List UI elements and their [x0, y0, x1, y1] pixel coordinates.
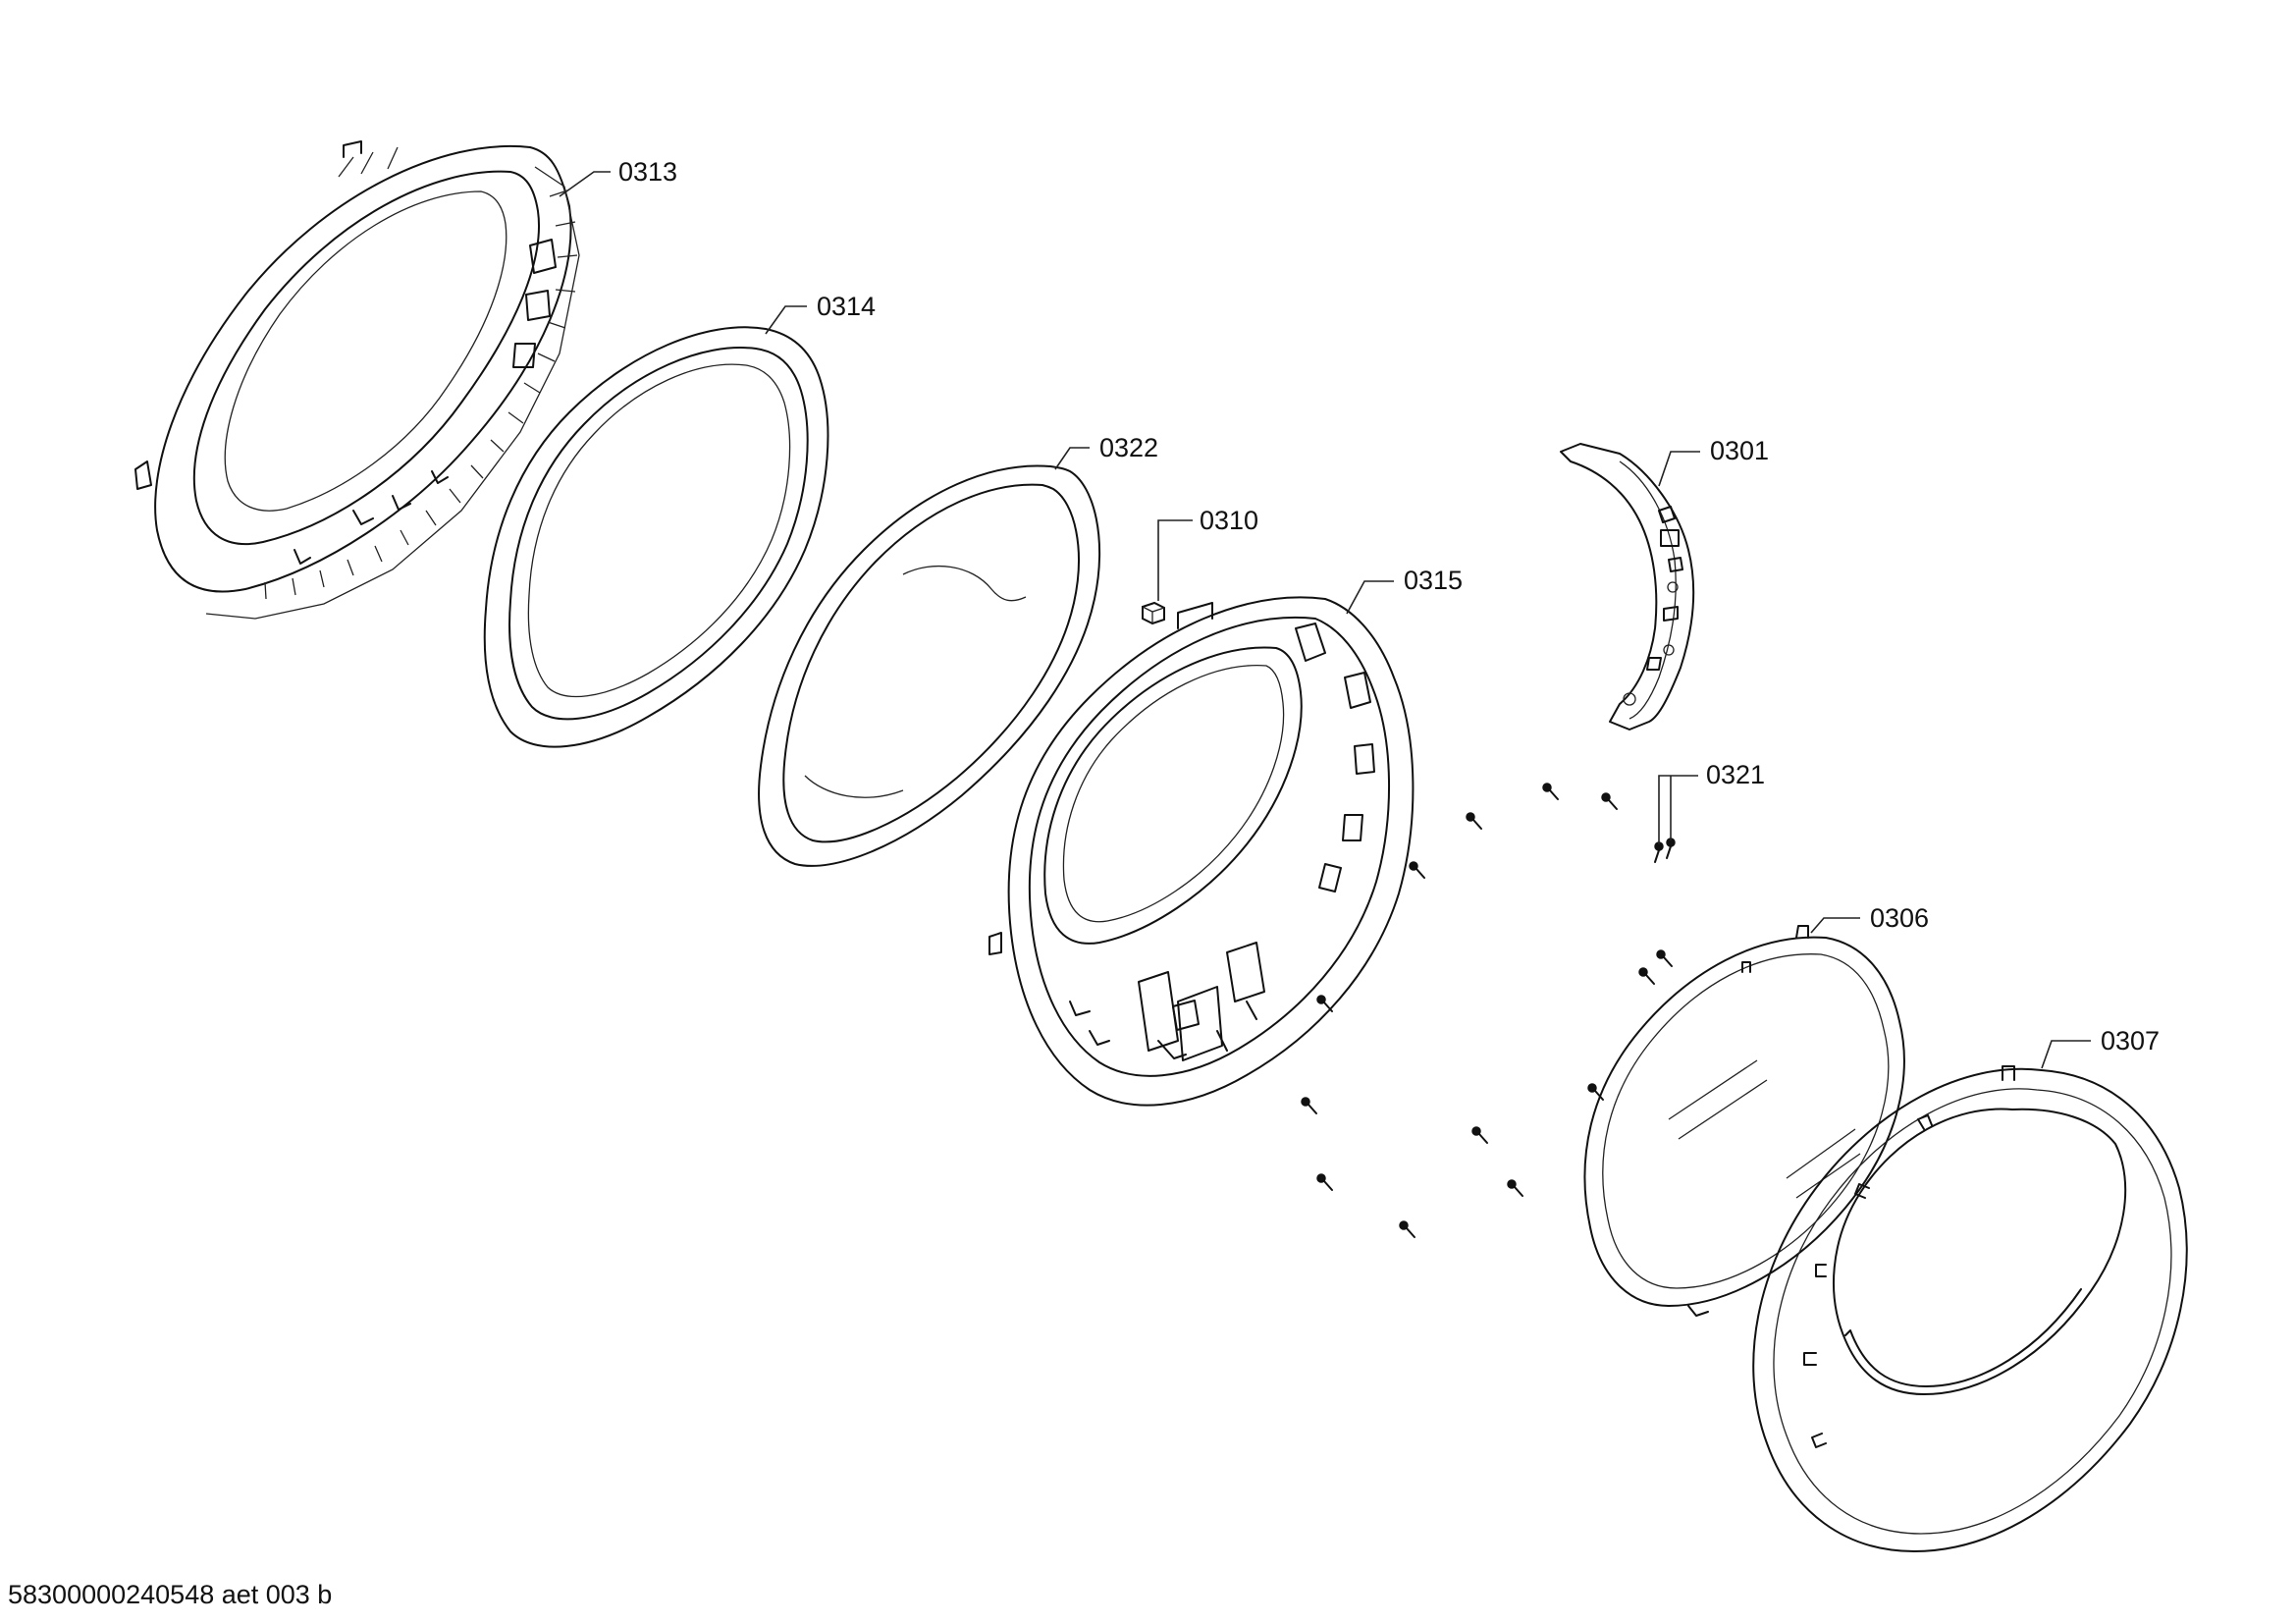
screw[interactable] [1399, 1220, 1415, 1238]
callout-0313[interactable]: 0313 [618, 157, 677, 187]
part-0306-door-glass[interactable] [1583, 925, 1905, 1317]
screw[interactable] [1542, 783, 1559, 800]
leader-lines [559, 171, 2091, 1069]
part-0313-door-frame[interactable] [134, 140, 580, 620]
callout-label-0321: 0321 [1706, 760, 1765, 789]
callout-0301[interactable]: 0301 [1710, 436, 1769, 465]
callout-0307[interactable]: 0307 [2101, 1026, 2160, 1056]
callout-label-0322: 0322 [1099, 433, 1158, 462]
part-0314-gasket[interactable] [483, 326, 829, 748]
callout-0315[interactable]: 0315 [1404, 566, 1463, 595]
screw[interactable] [1301, 1097, 1317, 1114]
callout-0322[interactable]: 0322 [1099, 433, 1158, 462]
screw[interactable] [1656, 949, 1673, 967]
part-0310-cube[interactable] [1142, 601, 1165, 625]
screw[interactable] [1587, 1083, 1604, 1101]
screw[interactable] [1638, 967, 1655, 985]
screw[interactable] [1654, 841, 1664, 863]
screw[interactable] [1601, 792, 1618, 810]
screw[interactable] [1507, 1179, 1523, 1197]
document-number: 58300000240548 aet 003 b [8, 1580, 332, 1609]
callout-label-0307: 0307 [2101, 1026, 2160, 1056]
screw[interactable] [1316, 995, 1333, 1012]
screw[interactable] [1466, 812, 1482, 830]
callout-0321[interactable]: 0321 [1706, 760, 1765, 789]
part-0307-outer-ring[interactable] [1752, 1065, 2188, 1552]
callout-0310[interactable]: 0310 [1200, 506, 1258, 535]
callout-label-0310: 0310 [1200, 506, 1258, 535]
part-0322-inner-seal[interactable] [758, 464, 1101, 867]
callout-label-0313: 0313 [618, 157, 677, 187]
callout-label-0301: 0301 [1710, 436, 1769, 465]
screw[interactable] [1471, 1126, 1488, 1144]
callout-0314[interactable]: 0314 [817, 292, 876, 321]
part-0301-hinge[interactable] [1560, 443, 1695, 731]
screw[interactable] [1666, 838, 1676, 859]
screw[interactable] [1316, 1173, 1333, 1191]
callout-label-0306: 0306 [1870, 903, 1929, 933]
screws-group [1301, 783, 1676, 1238]
callout-label-0315: 0315 [1404, 566, 1463, 595]
callout-label-0314: 0314 [817, 292, 876, 321]
part-0315-inner-frame[interactable] [988, 596, 1415, 1107]
callout-0306[interactable]: 0306 [1870, 903, 1929, 933]
screw[interactable] [1409, 861, 1425, 879]
